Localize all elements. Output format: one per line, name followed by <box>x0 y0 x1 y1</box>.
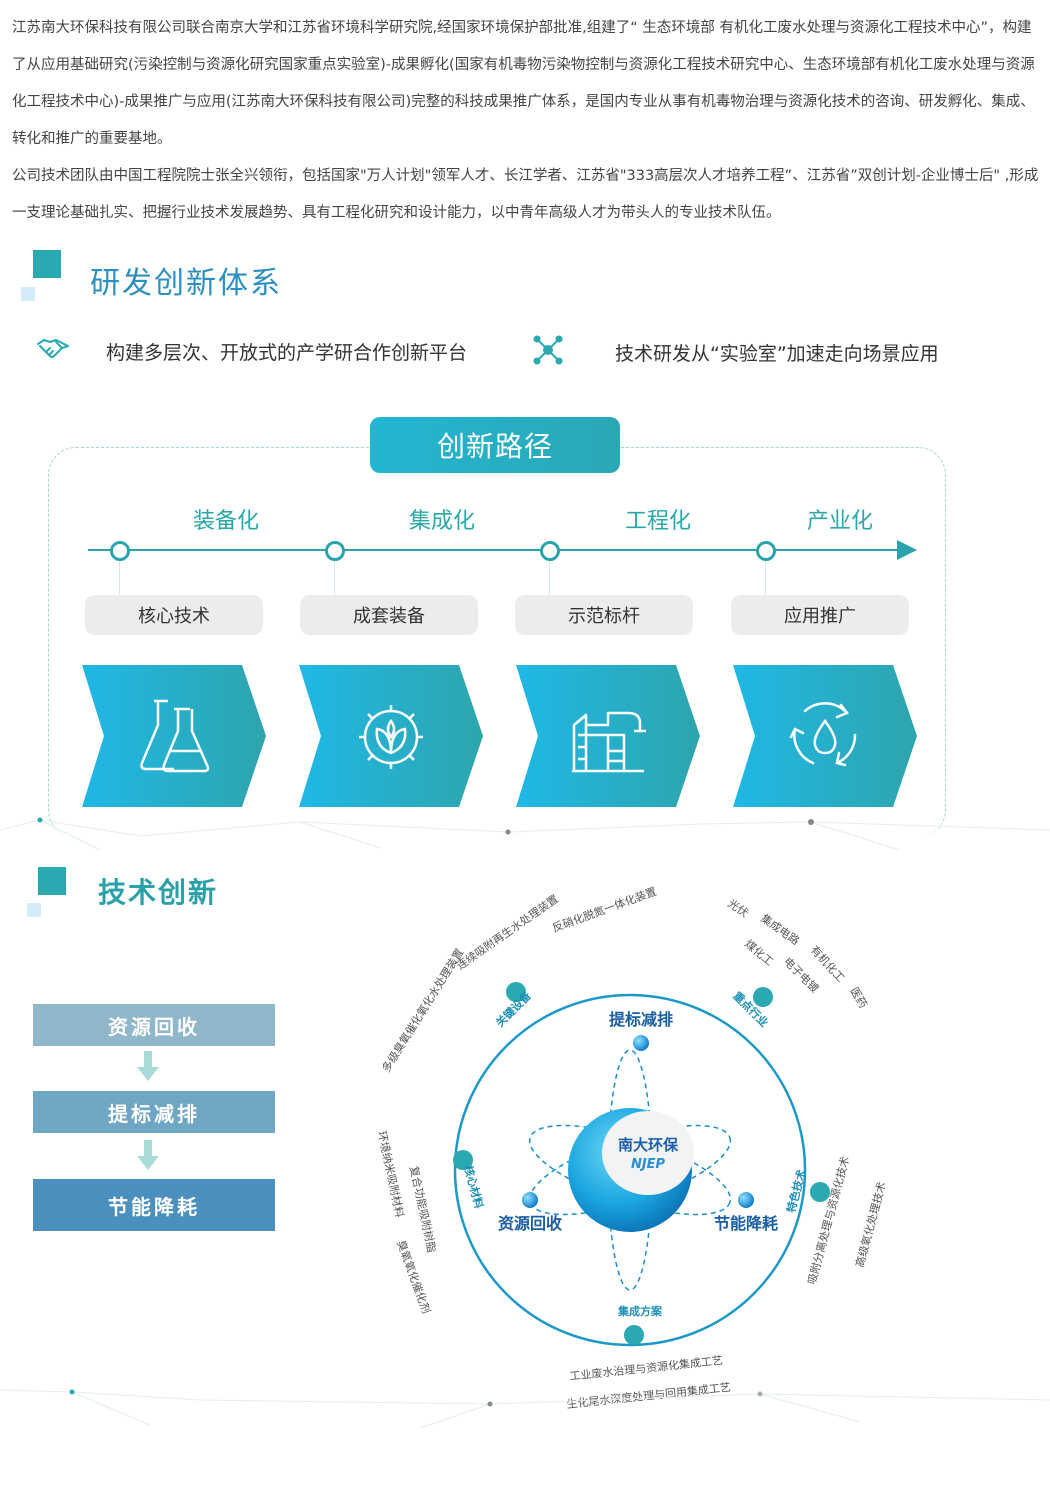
intro-paragraph-2: 公司技术团队由中国工程院院士张全兴领衔，包括国家"万人计划"领军人才、长江学者、… <box>12 168 1039 221</box>
stage-label: 工程化 <box>624 509 691 534</box>
stage-item-pill: 示范标杆 <box>515 595 693 635</box>
decorative-network <box>0 817 1050 851</box>
tech-radial-diagram: 南大环保 NJEP 提标减排 资源回收 节能降耗 关键设备 重点行业 核心材料 … <box>375 884 889 1411</box>
core-highlight <box>602 1111 694 1195</box>
ring-node-label: 集成方案 <box>617 1304 663 1318</box>
feature-item: 构建多层次、开放式的产学研合作创新平台 <box>36 334 467 368</box>
timeline-stem <box>765 558 766 600</box>
timeline-node <box>325 541 345 561</box>
timeline-stem <box>549 558 550 600</box>
timeline-line <box>88 549 903 551</box>
stage-item-pill: 成套装备 <box>300 595 478 635</box>
stage-card-equipment <box>299 665 483 807</box>
down-arrow-icon <box>137 1140 159 1170</box>
industry-item: 集成电路 <box>758 911 802 948</box>
inner-node-label: 节能降耗 <box>714 1214 778 1233</box>
gear-leaf-icon <box>351 695 431 779</box>
stage-card-core-tech <box>82 665 266 807</box>
feature-tech-item: 高级氧化处理技术 <box>852 1180 888 1269</box>
feature-tech-item: 吸附分离处理与资源化技术 <box>804 1155 852 1286</box>
equipment-item: 连续吸附再生水处理装置 <box>454 892 561 973</box>
timeline-arrow-icon <box>897 540 917 560</box>
timeline-node <box>110 541 130 561</box>
section-marker-small-square <box>27 903 41 917</box>
molecule-icon <box>531 334 565 370</box>
section-marker-square <box>33 250 61 278</box>
intro-paragraph-1: 江苏南大环保科技有限公司联合南京大学和江苏省环境科学研究院,经国家环境保护部批准… <box>12 20 1035 147</box>
recycle-water-icon <box>785 695 865 779</box>
flow-step: 提标减排 <box>33 1091 275 1133</box>
feature-text: 技术研发从“实验室”加速走向场景应用 <box>615 342 939 365</box>
inner-node-label: 资源回收 <box>498 1214 562 1233</box>
timeline-stem <box>334 558 335 600</box>
stage-card-engineering <box>516 665 700 807</box>
feature-text: 构建多层次、开放式的产学研合作创新平台 <box>106 341 468 364</box>
inner-node-label: 提标减排 <box>609 1010 673 1029</box>
section-marker-small-square <box>21 287 35 301</box>
timeline-stem <box>119 558 120 600</box>
innovation-path-title: 创新路径 <box>370 417 620 473</box>
stage-item-pill: 应用推广 <box>731 595 909 635</box>
feature-item: 技术研发从“实验室”加速走向场景应用 <box>531 334 939 370</box>
equipment-item: 多级臭氧催化氧化水处理装置 <box>379 946 467 1075</box>
industry-item: 医药 <box>847 985 869 1011</box>
factory-icon <box>568 695 648 779</box>
stage-card-industrial <box>733 665 917 807</box>
rd-section-title: 研发创新体系 <box>90 266 282 301</box>
tech-section-title: 技术创新 <box>98 876 219 909</box>
ring-node-label: 核心材料 <box>461 1164 486 1210</box>
timeline-node <box>540 541 560 561</box>
intro-text: 江苏南大环保科技有限公司联合南京大学和江苏省环境科学研究院,经国家环境保护部批准… <box>12 10 1042 232</box>
inner-node <box>522 1192 538 1208</box>
flask-icon <box>134 695 214 779</box>
section-marker-square <box>38 867 66 895</box>
timeline-node <box>756 541 776 561</box>
inner-node <box>738 1192 754 1208</box>
down-arrow-icon <box>137 1051 159 1081</box>
decorative-network <box>0 1389 1050 1429</box>
core-name: 南大环保 <box>618 1136 679 1154</box>
handshake-icon <box>36 334 70 368</box>
equipment-item: 反硝化脱氮一体化装置 <box>550 884 658 935</box>
stage-item-pill: 核心技术 <box>85 595 263 635</box>
flow-step: 节能降耗 <box>33 1179 275 1231</box>
industry-item: 煤化工 <box>742 937 776 969</box>
core-logo: NJEP <box>631 1157 666 1172</box>
industry-item: 光伏 <box>725 896 751 920</box>
flow-step: 资源回收 <box>33 1004 275 1046</box>
stage-label: 装备化 <box>192 509 259 534</box>
material-item: 环境纳米吸附材料 <box>375 1130 407 1219</box>
material-item: 复合功能吸附树脂 <box>407 1165 439 1254</box>
outer-ring <box>453 993 807 1347</box>
stage-label: 产业化 <box>806 509 873 534</box>
stage-label: 集成化 <box>408 509 475 534</box>
inner-node <box>633 1035 649 1051</box>
